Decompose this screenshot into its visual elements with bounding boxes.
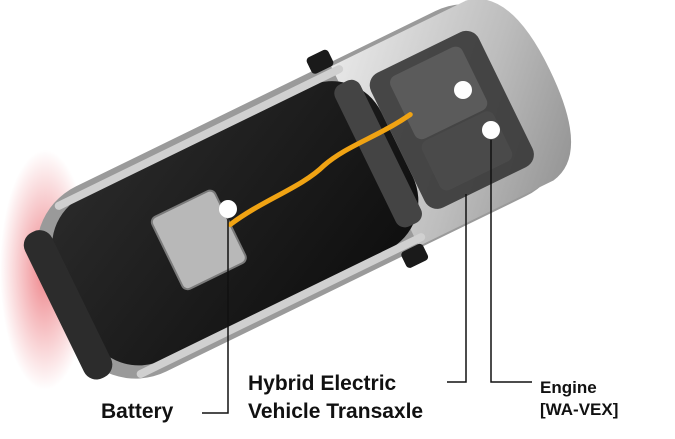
hybrid-label-line1: Hybrid Electric: [248, 372, 397, 395]
engine-block: [390, 46, 488, 140]
windshield: [334, 79, 422, 228]
battery-leader-line: [202, 219, 229, 414]
engine-label-line1: Engine: [540, 378, 597, 397]
hybrid-label-line2: Vehicle Transaxle: [248, 400, 424, 423]
engine-label: Engine [WA-VEX]: [540, 377, 618, 421]
transaxle-marker: [482, 121, 500, 139]
battery-marker: [219, 200, 237, 218]
engine-label-line2: [WA-VEX]: [540, 400, 619, 419]
side-trim-top: [54, 65, 344, 210]
engine-marker: [454, 81, 472, 99]
engine-leader-line: [490, 140, 532, 383]
side-trim-bottom: [136, 233, 426, 378]
transaxle-leader-line: [447, 194, 467, 383]
rear-bumper: [23, 230, 113, 380]
battery-label: Battery: [101, 400, 174, 423]
mirror-bottom: [401, 243, 429, 268]
mirror-top: [306, 49, 334, 74]
high-voltage-cable: [227, 112, 413, 228]
hybrid-transaxle-label: Hybrid Electric Vehicle Transaxle: [248, 370, 423, 426]
